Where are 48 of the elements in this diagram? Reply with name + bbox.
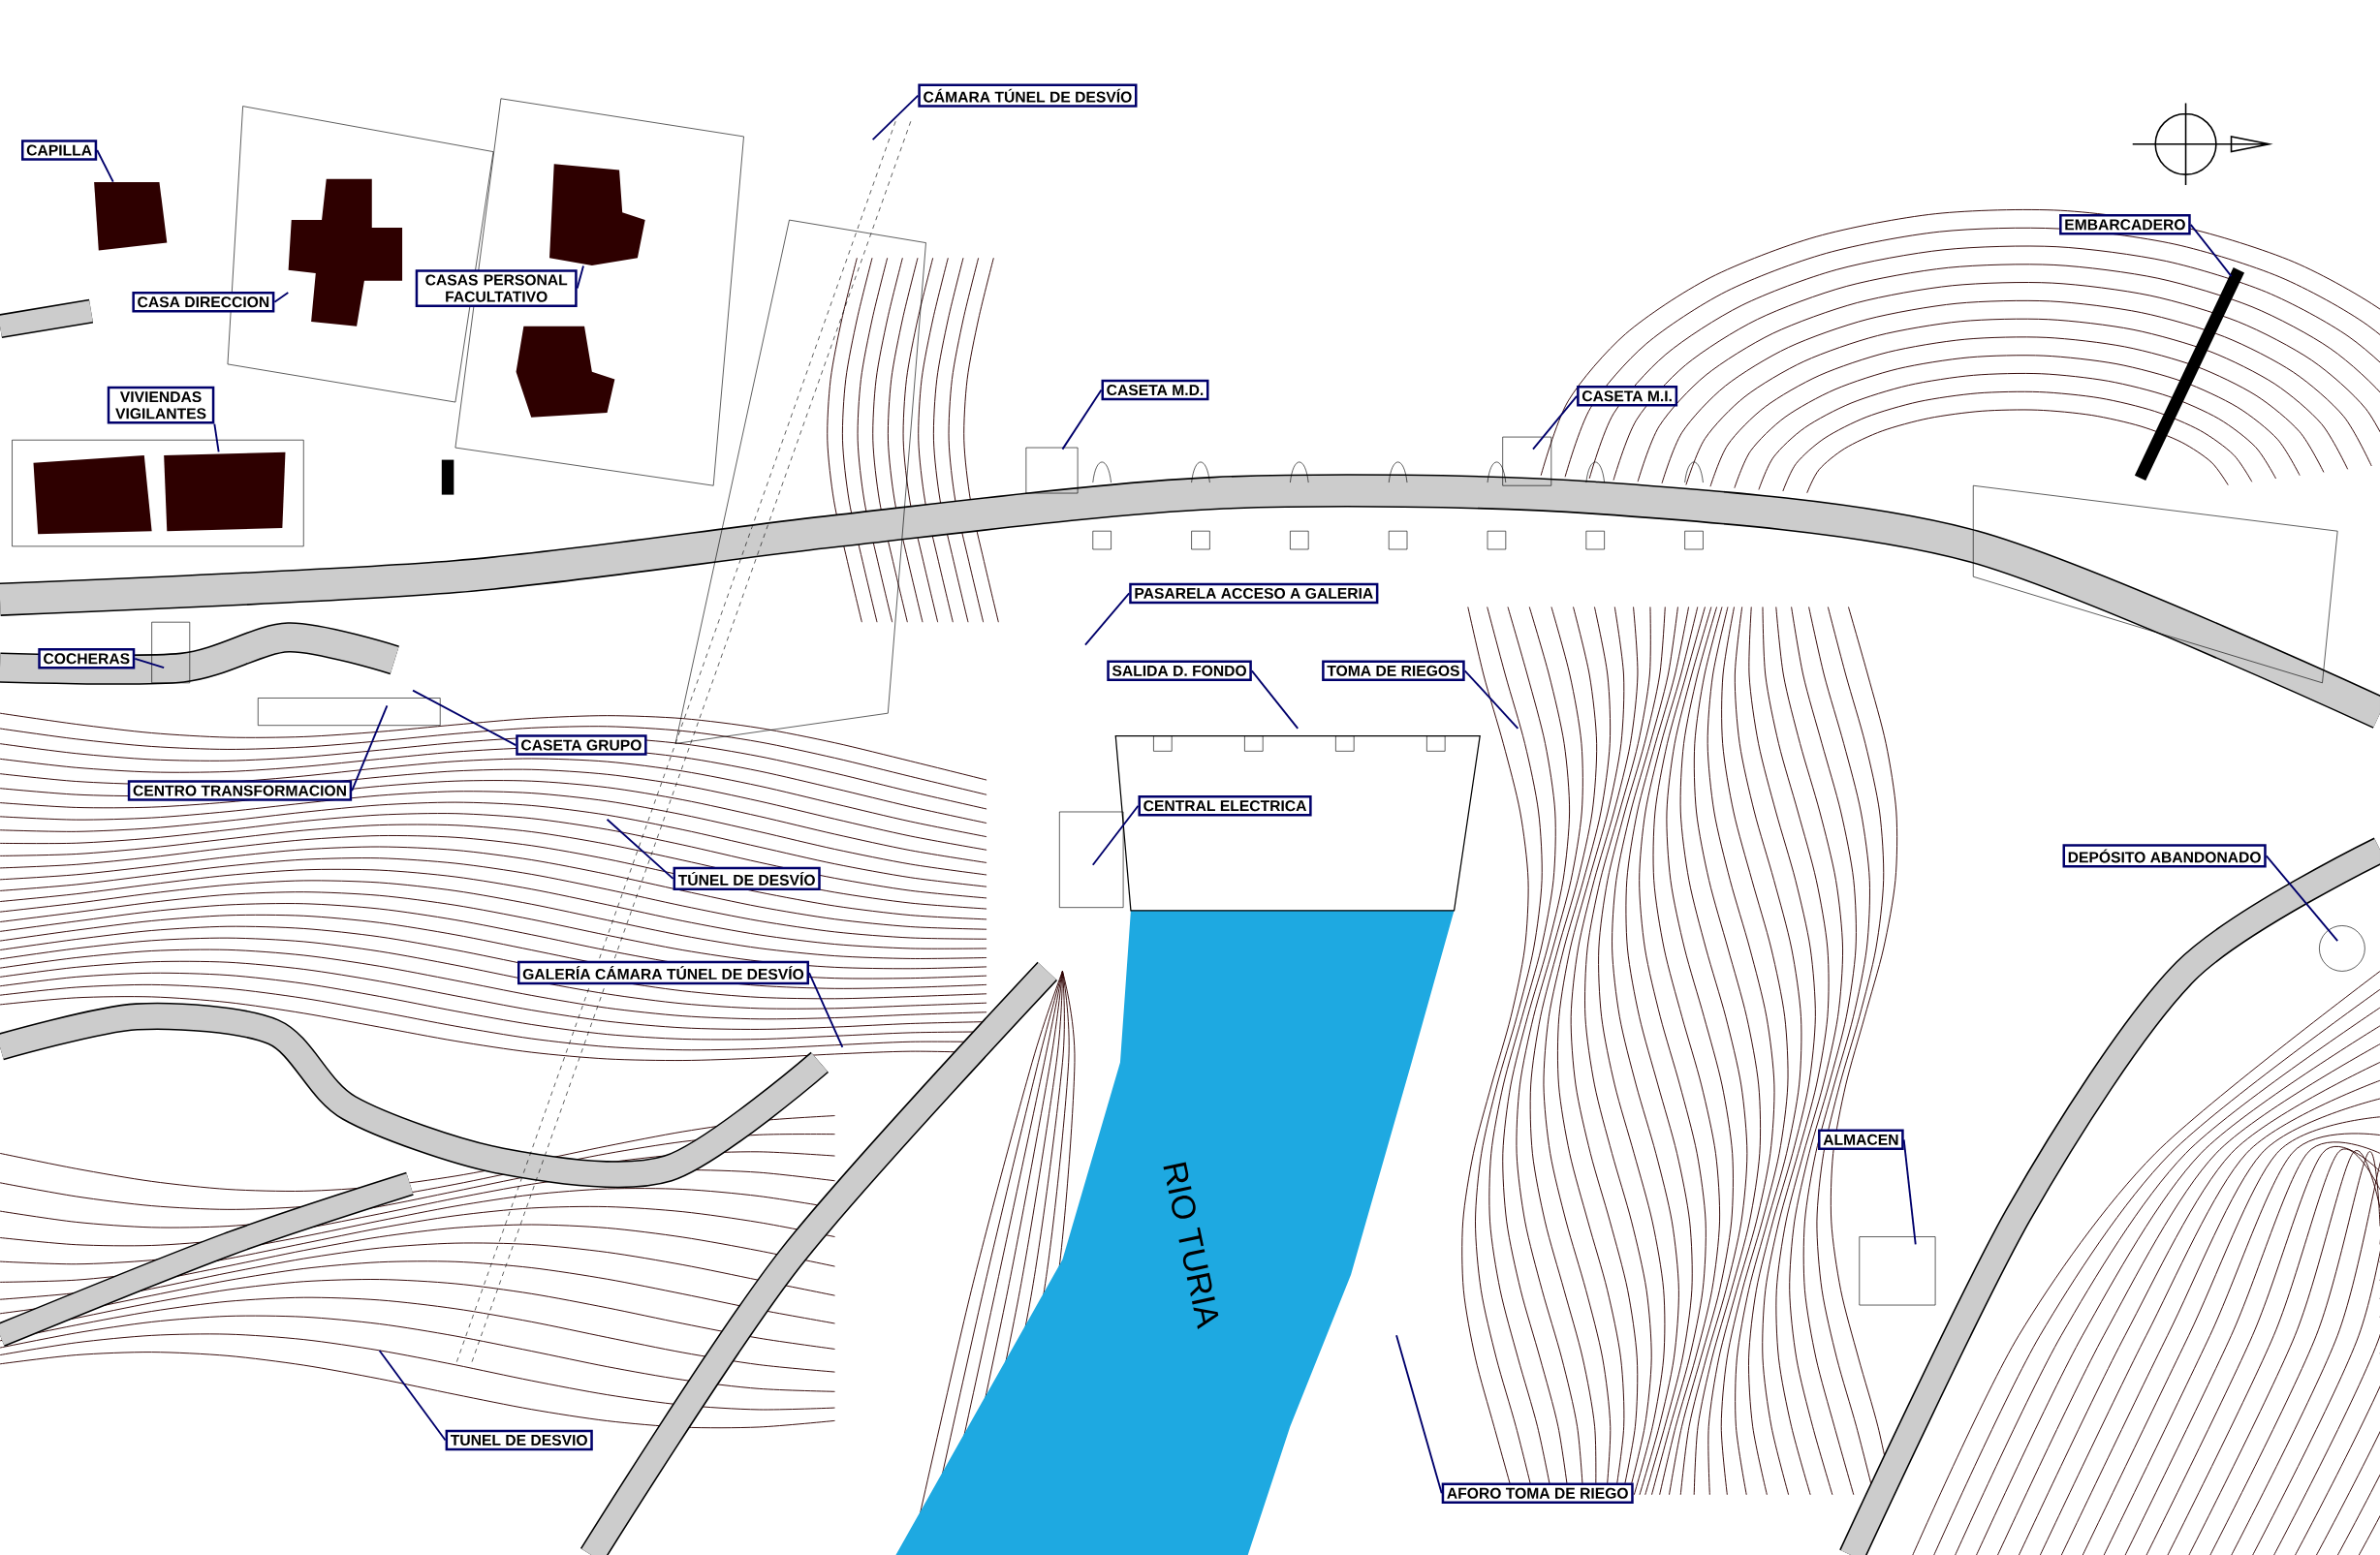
callout-label: SALIDA D. FONDO: [1107, 660, 1252, 681]
callout-label: VIVIENDAS VIGILANTES: [107, 386, 215, 424]
building-footprint: [94, 181, 168, 251]
callout-label: TÚNEL DE DESVÍO: [673, 866, 821, 890]
leader-line: [412, 689, 517, 746]
callout-label: AFORO TOMA DE RIEGO: [1441, 1482, 1634, 1504]
building-footprint: [516, 326, 615, 418]
callout-label: COCHERAS: [38, 647, 136, 669]
leader-line: [1250, 669, 1300, 730]
leader-line: [808, 971, 844, 1048]
callout-label: ALMACEN: [1818, 1129, 1904, 1150]
leader-line: [378, 1349, 447, 1442]
leader-line: [1532, 394, 1579, 451]
leader-line: [1463, 669, 1519, 730]
leader-line: [1902, 1138, 1917, 1246]
callout-label: CASETA GRUPO: [516, 734, 647, 756]
callout-label: EMBARCADERO: [2059, 213, 2191, 235]
leader-line: [273, 291, 290, 303]
callout-label: GALERÍA CÁMARA TÚNEL DE DESVÍO: [517, 960, 809, 984]
callout-label: CENTRAL ELECTRICA: [1138, 794, 1312, 817]
leader-line: [1395, 1334, 1443, 1494]
leader-line: [213, 422, 220, 453]
callout-label: TUNEL DE DESVIO: [445, 1429, 593, 1450]
leader-line: [606, 818, 674, 880]
leader-line: [2189, 223, 2233, 277]
callout-label: PASARELA ACCESO A GALERIA: [1129, 582, 1379, 604]
callout-label: DEPÓSITO ABANDONADO: [2062, 843, 2267, 868]
callout-label: CENTRO TRANSFORMACION: [127, 780, 353, 801]
river-label: RIO TURIA: [1163, 1162, 1219, 1329]
leader-line: [134, 657, 166, 669]
callout-label: TOMA DE RIEGOS: [1322, 660, 1465, 681]
callout-label: CASA DIRECCION: [132, 291, 275, 313]
building-footprint: [164, 451, 286, 531]
leader-line: [576, 264, 584, 290]
callout-label: CASETA M.I.: [1577, 385, 1678, 407]
building-footprint: [33, 454, 152, 535]
callout-label: CÁMARA TÚNEL DE DESVÍO: [918, 83, 1138, 108]
leader-line: [1084, 592, 1131, 646]
callout-label: CASAS PERSONAL FACULTATIVO: [415, 269, 578, 307]
leader-line: [1061, 389, 1103, 451]
leader-line: [96, 148, 114, 183]
leader-line: [871, 94, 920, 140]
callout-label: CAPILLA: [21, 140, 98, 161]
callout-label: CASETA M.D.: [1101, 379, 1209, 400]
building-footprint: [549, 163, 645, 265]
leader-line: [351, 704, 389, 792]
leader-line: [2265, 855, 2339, 942]
building-footprint: [288, 178, 403, 327]
